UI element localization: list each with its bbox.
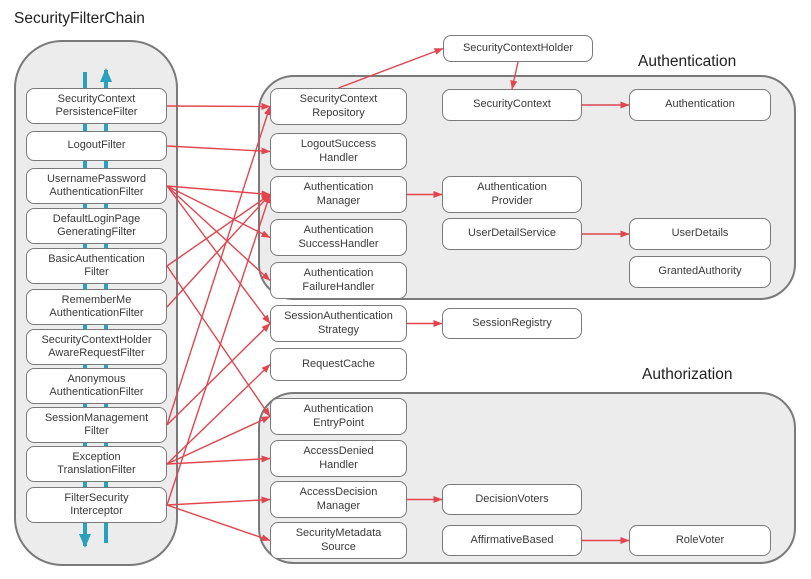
component-securitycontext-repository: SecurityContext Repository xyxy=(270,88,407,125)
arrow-fsi-to-sms xyxy=(166,504,271,542)
component-sessionauthentication-strategy: SessionAuthentication Strategy xyxy=(270,305,407,342)
arrow-scpf-to-screpo xyxy=(166,102,271,110)
arrow-etf-to-adh xyxy=(166,455,271,465)
arrow-rmaf-to-authmgr xyxy=(166,194,271,308)
arrow-upaf-to-authmgr xyxy=(166,185,271,198)
arrow-basic-to-aep xyxy=(166,265,271,417)
filter-exception-translationfilter: Exception TranslationFilter xyxy=(26,446,167,482)
authentication-section-label: Authentication xyxy=(638,53,737,70)
component-securitycontext: SecurityContext xyxy=(442,89,582,121)
component-logoutsuccess-handler: LogoutSuccess Handler xyxy=(270,133,407,170)
component-requestcache: RequestCache xyxy=(270,348,407,381)
component-authentication-failurehandler: Authentication FailureHandler xyxy=(270,262,407,299)
component-authentication: Authentication xyxy=(629,89,771,121)
diagram-title: SecurityFilterChain xyxy=(14,10,145,27)
component-accessdecision-manager: AccessDecision Manager xyxy=(270,481,407,518)
component-grantedauthority: GrantedAuthority xyxy=(629,256,771,288)
arrow-fsi-to-authmgr xyxy=(166,194,271,506)
component-accessdenied-handler: AccessDenied Handler xyxy=(270,440,407,477)
arrow-basic-to-authmgr xyxy=(166,193,271,267)
filter-basicauthentication-filter: BasicAuthentication Filter xyxy=(26,248,167,284)
component-userdetailservice: UserDetailService xyxy=(442,218,582,250)
filter-defaultloginpage-generatingfilter: DefaultLoginPage GeneratingFilter xyxy=(26,208,167,244)
component-securitycontextholder: SecurityContextHolder xyxy=(443,35,593,62)
arrow-fsi-to-adm xyxy=(166,496,271,506)
authorization-section-label: Authorization xyxy=(642,366,733,383)
filter-rememberme-authenticationfilter: RememberMe AuthenticationFilter xyxy=(26,289,167,325)
arrow-logout-to-logoutsh xyxy=(166,145,271,155)
component-securitymetadata-source: SecurityMetadata Source xyxy=(270,522,407,559)
component-authentication-manager: Authentication Manager xyxy=(270,176,407,213)
filter-anonymous-authenticationfilter: Anonymous AuthenticationFilter xyxy=(26,368,167,404)
filter-sessionmanagement-filter: SessionManagement Filter xyxy=(26,407,167,443)
filter-securitycontext-persistencefilter: SecurityContext PersistenceFilter xyxy=(26,88,167,124)
filter-securitycontextholder-awarerequestfilter: SecurityContextHolder AwareRequestFilter xyxy=(26,329,167,365)
component-affirmativebased: AffirmativeBased xyxy=(442,525,582,556)
arrow-upaf-to-sas xyxy=(166,185,271,324)
arrow-upaf-to-authsh xyxy=(166,185,271,239)
component-decisionvoters: DecisionVoters xyxy=(442,484,582,515)
component-userdetails: UserDetails xyxy=(629,218,771,250)
component-sessionregistry: SessionRegistry xyxy=(442,308,582,339)
arrow-etf-to-reqcache xyxy=(166,363,271,465)
arrow-smf-to-sas xyxy=(166,323,271,426)
component-authentication-entrypoint: Authentication EntryPoint xyxy=(270,398,407,435)
component-authentication-successhandler: Authentication SuccessHandler xyxy=(270,219,407,256)
filter-logoutfilter: LogoutFilter xyxy=(26,131,167,161)
filter-filtersecurity-interceptor: FilterSecurity Interceptor xyxy=(26,487,167,523)
arrow-smf-to-screpo xyxy=(166,106,271,426)
component-authentication-provider: Authentication Provider xyxy=(442,176,582,213)
arrow-upaf-to-authfh xyxy=(166,185,271,282)
component-rolevoter: RoleVoter xyxy=(629,525,771,556)
filter-usernamepassword-authenticationfilter: UsernamePassword AuthenticationFilter xyxy=(26,168,167,204)
arrow-etf-to-aep xyxy=(166,415,271,465)
